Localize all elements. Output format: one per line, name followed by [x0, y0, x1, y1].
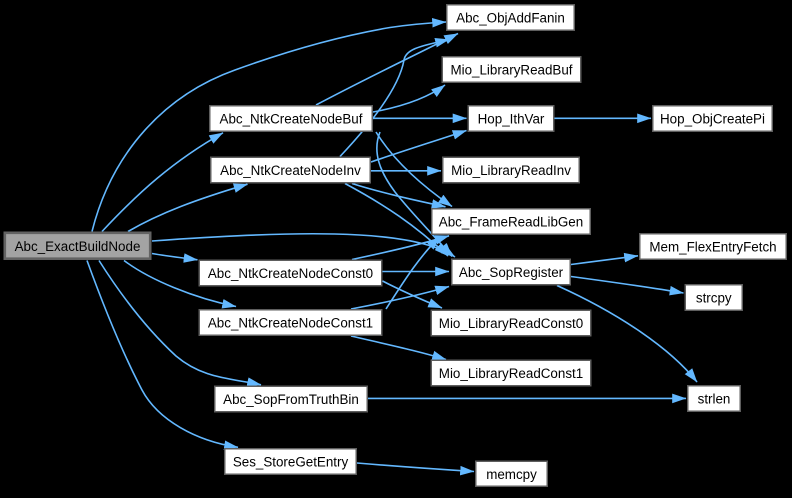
svg-text:Abc_ObjAddFanin: Abc_ObjAddFanin [456, 11, 565, 26]
svg-text:Mio_LibraryReadInv: Mio_LibraryReadInv [451, 163, 571, 178]
svg-text:Abc_ExactBuildNode: Abc_ExactBuildNode [15, 239, 141, 254]
svg-text:Hop_ObjCreatePi: Hop_ObjCreatePi [660, 112, 765, 127]
svg-text:Abc_SopFromTruthBin: Abc_SopFromTruthBin [223, 392, 359, 407]
svg-text:strcpy: strcpy [696, 291, 732, 306]
svg-text:Hop_IthVar: Hop_IthVar [478, 112, 545, 127]
svg-text:Mio_LibraryReadConst0: Mio_LibraryReadConst0 [439, 316, 583, 331]
svg-text:Ses_StoreGetEntry: Ses_StoreGetEntry [233, 455, 349, 470]
svg-text:strlen: strlen [698, 392, 731, 407]
svg-text:Mio_LibraryReadConst1: Mio_LibraryReadConst1 [439, 366, 583, 381]
svg-text:Abc_NtkCreateNodeConst1: Abc_NtkCreateNodeConst1 [208, 316, 373, 331]
svg-text:Abc_NtkCreateNodeInv: Abc_NtkCreateNodeInv [220, 163, 361, 178]
svg-text:Abc_NtkCreateNodeConst0: Abc_NtkCreateNodeConst0 [208, 266, 373, 281]
svg-text:Abc_SopRegister: Abc_SopRegister [459, 265, 564, 280]
svg-text:Mem_FlexEntryFetch: Mem_FlexEntryFetch [649, 240, 776, 255]
svg-text:Abc_FrameReadLibGen: Abc_FrameReadLibGen [439, 215, 583, 230]
svg-text:Abc_NtkCreateNodeBuf: Abc_NtkCreateNodeBuf [220, 112, 363, 127]
svg-text:Mio_LibraryReadBuf: Mio_LibraryReadBuf [450, 63, 572, 78]
svg-text:memcpy: memcpy [486, 467, 537, 482]
